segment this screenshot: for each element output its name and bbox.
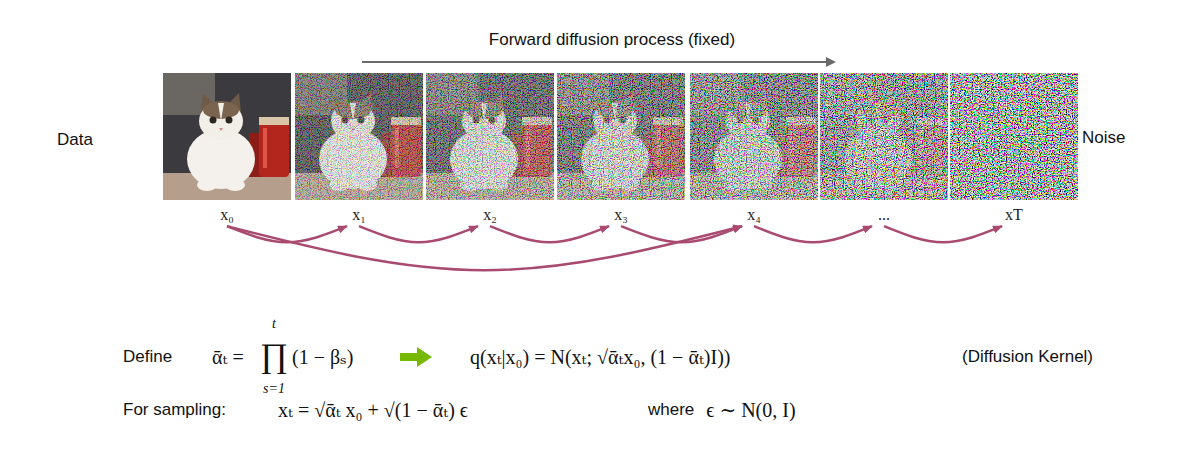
caption-text: For sampling: xyxy=(123,400,226,420)
step-label: xT xyxy=(950,205,1078,224)
arrow-connector xyxy=(884,226,1002,242)
image-x1 xyxy=(295,73,423,200)
step-label: x₂ xyxy=(426,205,554,224)
caption-text: Define xyxy=(123,347,172,367)
image-x0 xyxy=(163,73,291,200)
image-frame: x₂ xyxy=(426,73,554,226)
arrow-connector xyxy=(621,226,742,242)
arrow-connector xyxy=(754,226,872,242)
image-frame: ... xyxy=(820,73,948,226)
formula-text: (1 − βₛ) xyxy=(292,346,354,369)
green-arrow xyxy=(400,347,432,367)
step-label: ... xyxy=(820,205,948,224)
caption-text: (Diffusion Kernel) xyxy=(962,347,1093,367)
caption-text: where xyxy=(648,400,694,420)
image-frame: x₄ xyxy=(690,73,818,226)
image-xT xyxy=(950,73,1078,200)
formula-text: xₜ = √ᾱₜ x₀ + √(1 − ᾱₜ) ϵ xyxy=(278,399,468,422)
image-frame: x₀ xyxy=(163,73,291,226)
image-frame: x₃ xyxy=(557,73,685,226)
step-label: x₁ xyxy=(295,205,423,224)
arrow-connector xyxy=(359,226,478,242)
formula-text: ᾱₜ = xyxy=(212,346,244,369)
step-label: x₄ xyxy=(690,205,818,224)
title-arrow xyxy=(362,57,836,67)
arrow-connector xyxy=(490,226,609,242)
step-label: x₀ xyxy=(163,205,291,224)
formula-text: ∏ xyxy=(260,339,288,373)
formula-text: ϵ ∼ N(0, I) xyxy=(706,399,795,422)
formula-text: s=1 xyxy=(263,381,285,397)
image-x4 xyxy=(690,73,818,200)
step-label: x₃ xyxy=(557,205,685,224)
formula-text: q(xₜ|x₀) = N(xₜ; √ᾱₜx₀, (1 − ᾱₜ)I)) xyxy=(470,346,730,369)
image-frame: x₁ xyxy=(295,73,423,226)
image-x3 xyxy=(557,73,685,200)
caption-text: Data xyxy=(57,130,93,150)
arrow-connector xyxy=(227,226,742,270)
image-frame: xT xyxy=(950,73,1078,226)
caption-text: Noise xyxy=(1082,128,1125,148)
caption-text: Forward diffusion process (fixed) xyxy=(489,30,735,50)
arrow-connector xyxy=(227,226,347,242)
image-x5 xyxy=(820,73,948,200)
formula-text: t xyxy=(272,316,276,332)
image-x2 xyxy=(426,73,554,200)
